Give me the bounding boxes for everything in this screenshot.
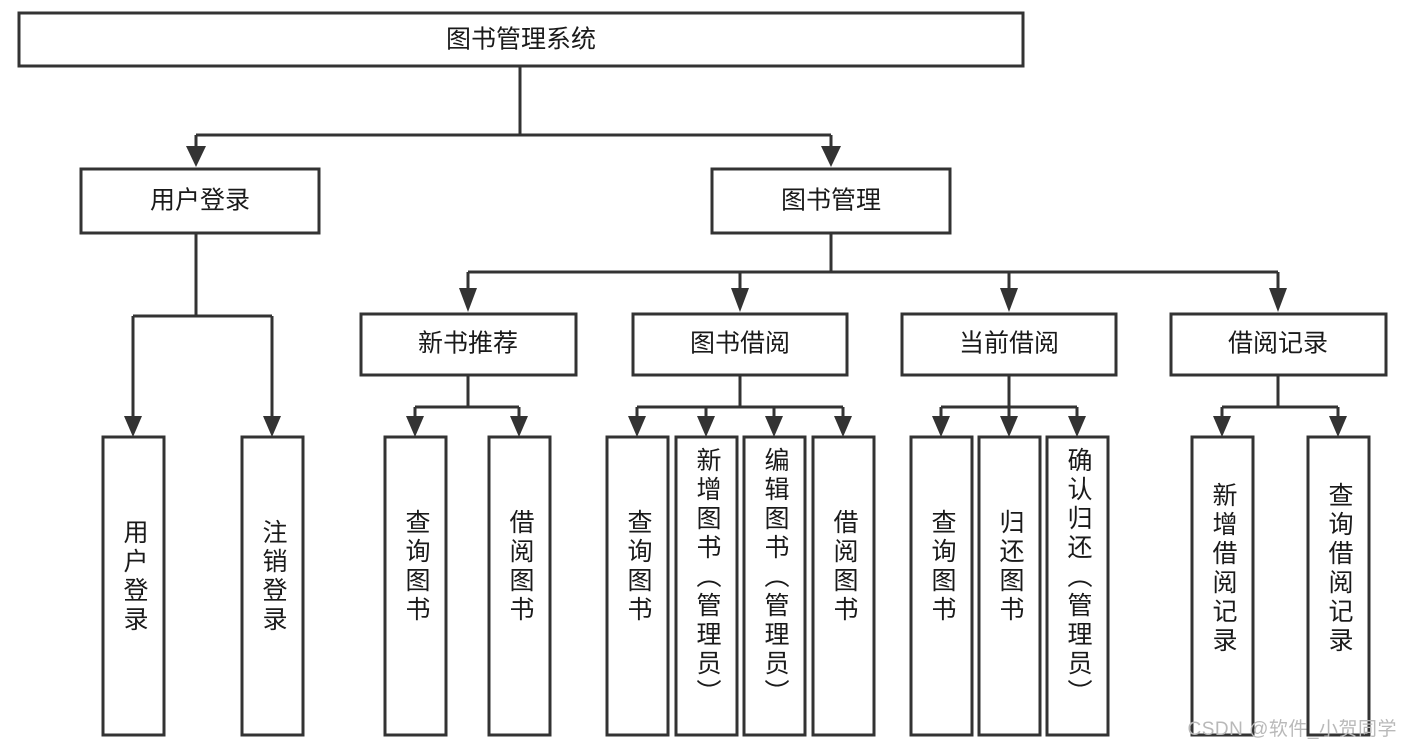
node-box-leaf-borrow-record-2[interactable] xyxy=(1306,435,1371,737)
node-box-leaf-current-borrow-1[interactable] xyxy=(909,435,974,737)
watermark: CSDN @软件_小贺同学 xyxy=(1187,719,1397,740)
node-box-leaf-book-borrow-4[interactable] xyxy=(811,435,876,737)
arrow-book-borrow-leaf-4 xyxy=(834,416,852,437)
node-box-new-book[interactable] xyxy=(359,312,578,377)
node-box-book-borrow[interactable] xyxy=(631,312,849,377)
label-root: 图书管理系统 xyxy=(446,26,596,54)
arrow-to-current-borrow xyxy=(1000,288,1018,312)
arrow-user-login-leaf-1 xyxy=(124,416,142,437)
edges-new-book-to-leaves xyxy=(406,375,528,437)
arrow-to-book-borrow xyxy=(731,288,749,312)
edges-book-borrow-to-leaves xyxy=(628,375,852,437)
arrow-book-borrow-leaf-1 xyxy=(628,416,646,437)
arrow-to-user-login xyxy=(186,146,206,167)
edges-borrow-record-to-leaves xyxy=(1213,375,1347,437)
arrow-book-borrow-leaf-3 xyxy=(765,416,783,437)
arrow-to-new-book xyxy=(459,288,477,312)
edges-root-to-level2 xyxy=(186,66,841,167)
node-box-leaf-current-borrow-3[interactable] xyxy=(1045,435,1110,737)
node-box-leaf-user-login-2[interactable] xyxy=(240,435,305,737)
label-new-book: 新书推荐 xyxy=(418,330,518,358)
node-labels-horizontal: 图书管理系统 用户登录 图书管理 新书推荐 图书借阅 当前借阅 借阅记录 xyxy=(150,26,1328,358)
node-box-leaf-borrow-record-1[interactable] xyxy=(1190,435,1255,737)
node-boxes xyxy=(17,11,1388,737)
arrow-current-borrow-leaf-1 xyxy=(932,416,950,437)
node-box-leaf-new-book-1[interactable] xyxy=(383,435,448,737)
arrow-current-borrow-leaf-2 xyxy=(1000,416,1018,437)
arrow-to-borrow-record xyxy=(1269,288,1287,312)
arrow-book-borrow-leaf-2 xyxy=(697,416,715,437)
edges-user-login-to-leaves xyxy=(124,233,281,437)
arrow-new-book-leaf-1 xyxy=(406,416,424,437)
arrow-new-book-leaf-2 xyxy=(510,416,528,437)
node-box-leaf-book-borrow-3[interactable] xyxy=(742,435,807,737)
label-current-borrow: 当前借阅 xyxy=(959,330,1059,358)
edges-book-mgmt-to-level3 xyxy=(459,233,1287,312)
arrow-borrow-record-leaf-2 xyxy=(1329,416,1347,437)
node-box-root[interactable] xyxy=(17,11,1025,68)
arrow-to-book-mgmt xyxy=(821,146,841,167)
node-box-leaf-current-borrow-2[interactable] xyxy=(977,435,1042,737)
node-box-user-login[interactable] xyxy=(79,167,321,235)
label-book-management: 图书管理 xyxy=(781,187,881,215)
label-book-borrow: 图书借阅 xyxy=(690,330,790,358)
label-borrow-record: 借阅记录 xyxy=(1228,330,1328,358)
node-box-leaf-user-login-1[interactable] xyxy=(101,435,166,737)
node-box-book-management[interactable] xyxy=(710,167,952,235)
arrow-current-borrow-leaf-3 xyxy=(1068,416,1086,437)
edges-current-borrow-to-leaves xyxy=(932,375,1086,437)
node-box-leaf-new-book-2[interactable] xyxy=(487,435,552,737)
node-box-leaf-book-borrow-1[interactable] xyxy=(605,435,670,737)
node-box-borrow-record[interactable] xyxy=(1169,312,1388,377)
node-box-leaf-book-borrow-2[interactable] xyxy=(674,435,739,737)
arrow-borrow-record-leaf-1 xyxy=(1213,416,1231,437)
arrow-user-login-leaf-2 xyxy=(263,416,281,437)
label-user-login: 用户登录 xyxy=(150,187,250,215)
node-box-current-borrow[interactable] xyxy=(900,312,1118,377)
